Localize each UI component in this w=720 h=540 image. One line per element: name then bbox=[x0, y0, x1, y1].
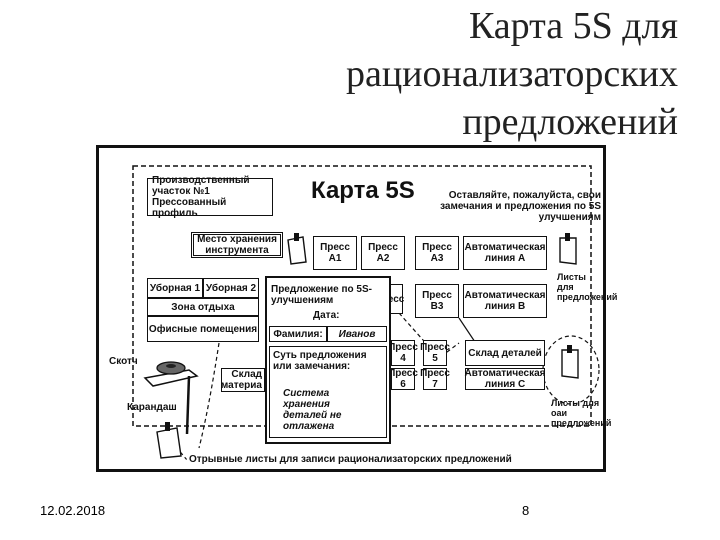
sheets-right-top: Листы для предложений bbox=[557, 272, 618, 302]
slide-title: Карта 5S для рационализаторских предложе… bbox=[258, 2, 678, 146]
clipboard-icon bbox=[287, 233, 307, 265]
title-line-2: рационализаторских bbox=[345, 53, 678, 95]
pencil-icon bbox=[185, 375, 191, 435]
slide-page-number: 8 bbox=[522, 503, 530, 518]
map-title: Карта 5S bbox=[311, 177, 415, 204]
sheets-circle bbox=[542, 335, 600, 405]
surname-value: Иванов bbox=[327, 326, 387, 342]
slide-date: 12.02.2018 bbox=[40, 503, 106, 518]
torn-sheets-label: Отрывные листы для записи рационализатор… bbox=[189, 454, 512, 465]
press-a1: Пресс А1 bbox=[313, 236, 357, 270]
header-box: Производственный участок №1 Прессованный… bbox=[147, 175, 273, 219]
surname-label: Фамилия: bbox=[269, 326, 327, 342]
rest-zone: Зона отдыха bbox=[147, 298, 259, 316]
press-4: Пресс 4 bbox=[388, 340, 418, 366]
restroom-1: Уборная 1 bbox=[147, 278, 203, 298]
title-line-1: Карта 5S для bbox=[468, 5, 678, 47]
title-line-3: предложений bbox=[462, 101, 678, 143]
notice-text: Оставляйте, пожалуйста, свои замечания и… bbox=[440, 190, 601, 223]
clipboard-icon-right bbox=[559, 233, 577, 265]
link-scotch bbox=[198, 342, 220, 449]
pencil-label: Карандаш bbox=[127, 402, 177, 413]
auto-line-a: Автоматическая линия А bbox=[463, 236, 547, 270]
auto-line-c: Автоматическая линия С bbox=[464, 368, 546, 390]
scotch-label: Скотч bbox=[109, 356, 138, 367]
press-a3: Пресс А3 bbox=[415, 236, 459, 270]
date-label: Дата: bbox=[313, 310, 340, 321]
storage-box: Место хранения инструмента bbox=[191, 232, 283, 258]
map-5s-diagram: Производственный участок №1 Прессованный… bbox=[96, 145, 618, 472]
clipboard-icon-lower bbox=[561, 345, 579, 379]
press-7: Пресс 7 bbox=[420, 368, 450, 390]
restroom-2: Уборная 2 bbox=[203, 278, 259, 298]
warehouse-parts: Склад деталей bbox=[465, 340, 545, 366]
proposal-card: Предложение по 5S-улучшениям Дата: Фамил… bbox=[265, 276, 391, 444]
press-6: Пресс 6 bbox=[388, 368, 418, 390]
press-5: Пресс 5 bbox=[420, 340, 450, 366]
sheets-right-bottom: Листы для оаи предложений bbox=[551, 398, 612, 428]
sheet-pad-icon bbox=[156, 422, 182, 459]
auto-line-b: Автоматическая линия В bbox=[463, 284, 547, 318]
office: Офисные помещения bbox=[147, 316, 259, 342]
press-v3: Пресс В3 bbox=[415, 284, 459, 318]
essence-box: Суть предложения или замечания: bbox=[269, 346, 387, 438]
warehouse-materials: Склад материа bbox=[221, 368, 265, 392]
tape-dispenser-icon bbox=[143, 361, 199, 387]
proposal-title: Предложение по 5S-улучшениям bbox=[271, 284, 372, 306]
press-a2: Пресс А2 bbox=[361, 236, 405, 270]
essence-value: Система хранения деталей не отлажена bbox=[283, 388, 342, 432]
essence-label: Суть предложения или замечания: bbox=[273, 350, 367, 372]
